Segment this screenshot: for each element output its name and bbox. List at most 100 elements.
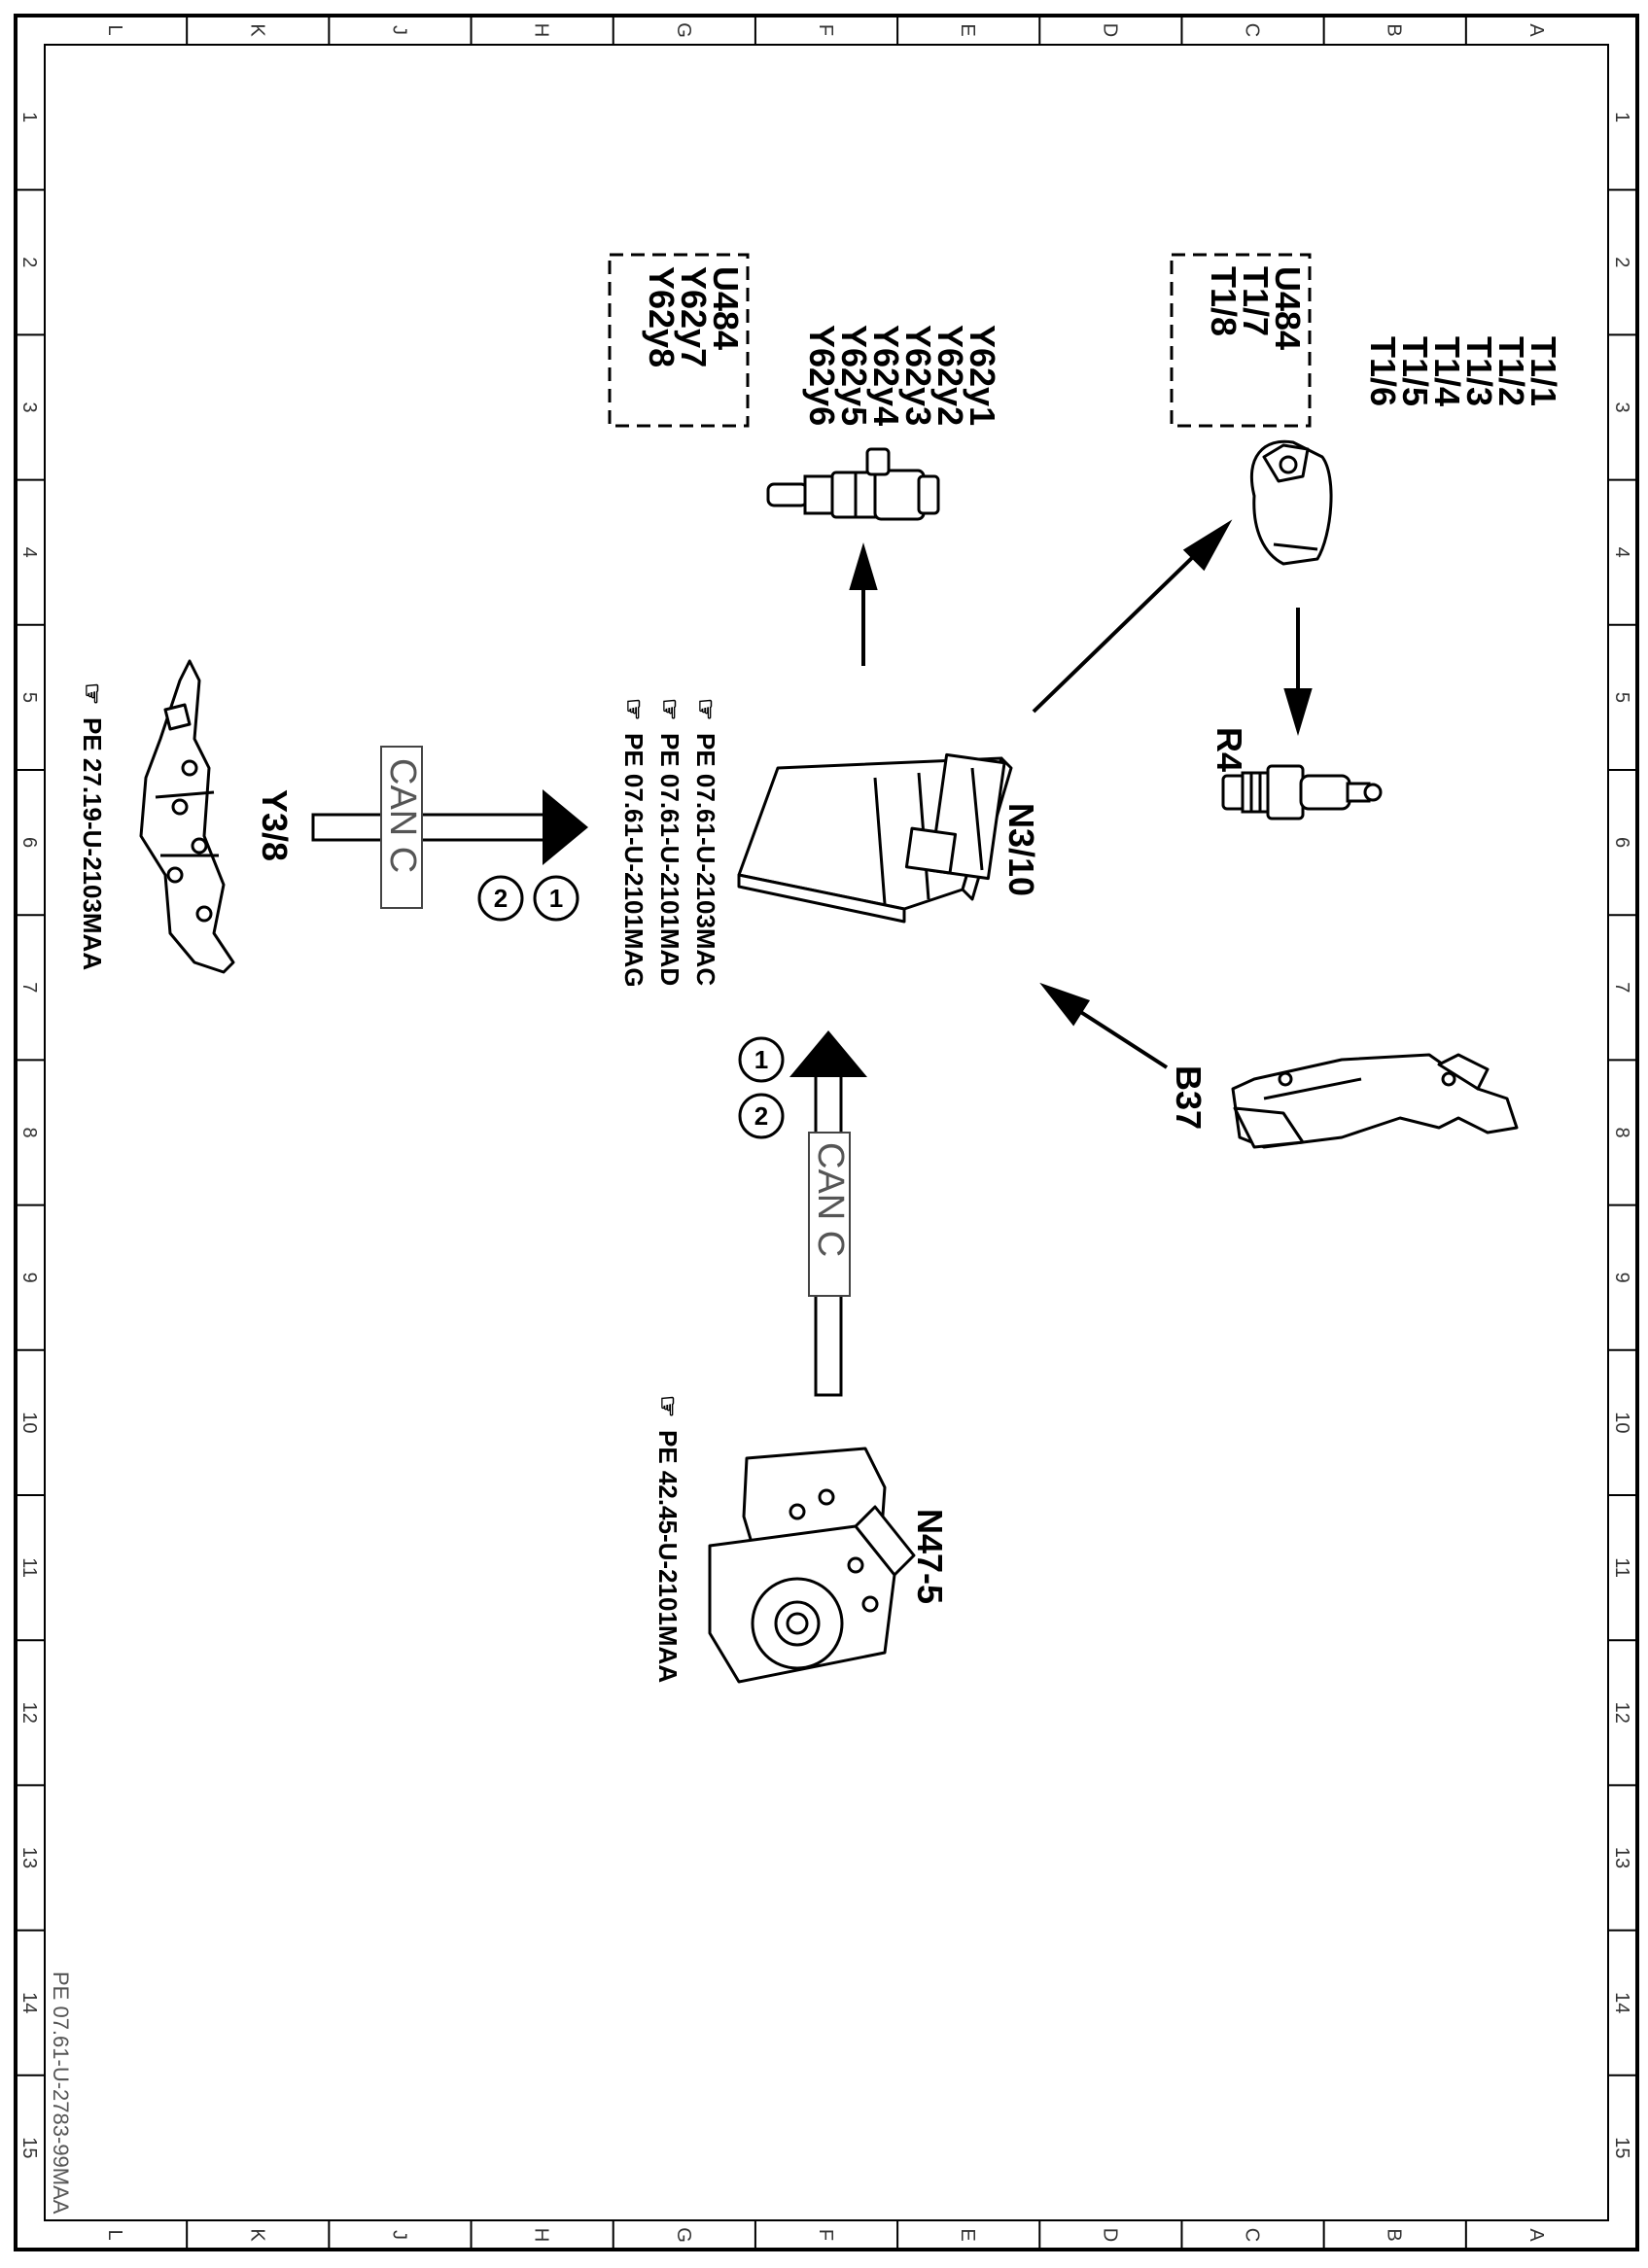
- zone-number-5-right: 5: [1611, 692, 1632, 703]
- zone-number-7-left: 7: [18, 982, 40, 993]
- label-injector-u484-2: Y62y8: [642, 266, 682, 367]
- svg-text:PE 07.61-U-2101MAG: PE 07.61-U-2101MAG: [619, 733, 649, 988]
- accelerator-pedal-drawing: [1231, 1053, 1519, 1149]
- spark-plug-drawing: [1221, 764, 1383, 820]
- zone-number-6-left: 6: [18, 837, 40, 848]
- zone-number-11-left: 11: [18, 1557, 40, 1578]
- zone-number-10-left: 10: [18, 1412, 40, 1433]
- zone-letter-f-bottom: F: [815, 2229, 836, 2241]
- zone-letter-d-top: D: [1099, 23, 1120, 37]
- zone-number-1-right: 1: [1611, 112, 1632, 122]
- zone-letter-a-bottom: A: [1525, 2228, 1547, 2242]
- label-injector-4: Y62y5: [834, 325, 874, 426]
- zone-number-14-right: 14: [1611, 1992, 1632, 2013]
- circled-number-2a: 2: [477, 875, 524, 922]
- pointing-hand-icon: ☞: [655, 698, 684, 720]
- can-bus-shift-arrow: [311, 789, 588, 865]
- ref-link-ecu-1[interactable]: ☞ PE 07.61-U-2103MAC: [691, 698, 720, 986]
- zone-number-8-left: 8: [18, 1127, 40, 1137]
- circled-number-1b: 1: [738, 1036, 785, 1083]
- label-b37: B37: [1169, 1065, 1209, 1130]
- abs-module-drawing: [708, 1447, 916, 1684]
- zone-letter-k-bottom: K: [246, 2228, 267, 2242]
- zone-number-2-left: 2: [18, 257, 40, 267]
- ecu-reference-list: ☞ PE 07.61-U-2103MAC ☞ PE 07.61-U-2101MA…: [619, 698, 720, 988]
- zone-number-1-left: 1: [18, 112, 40, 122]
- pointing-hand-icon: ☞: [691, 698, 720, 720]
- circled-number-2b: 2: [738, 1093, 785, 1139]
- zone-letter-l-top: L: [104, 24, 125, 35]
- zone-letter-l-bottom: L: [104, 2229, 125, 2240]
- u484-injector-box: [608, 253, 750, 428]
- ref-link-ecu-2[interactable]: ☞ PE 07.61-U-2101MAD: [655, 698, 684, 986]
- svg-text:1: 1: [754, 1045, 768, 1074]
- pointing-hand-icon: ☞: [653, 1395, 683, 1417]
- can-label-abs: CAN C: [810, 1142, 851, 1257]
- zone-letter-h-top: H: [531, 23, 552, 37]
- zone-letter-k-top: K: [246, 23, 267, 37]
- zone-letter-j-bottom: J: [388, 2230, 409, 2240]
- ref-link-ecu-3[interactable]: ☞ PE 07.61-U-2101MAG: [619, 698, 649, 988]
- label-coil-1: T1/2: [1491, 336, 1531, 406]
- can-label-box-shift: [380, 746, 423, 909]
- zone-number-8-right: 8: [1611, 1127, 1632, 1137]
- label-y3-8: Y3/8: [255, 789, 295, 861]
- zone-number-10-right: 10: [1611, 1412, 1632, 1433]
- label-injector-2: Y62y3: [898, 325, 938, 426]
- svg-text:2: 2: [494, 884, 508, 913]
- svg-text:PE 07.61-U-2101MAD: PE 07.61-U-2101MAD: [655, 733, 684, 986]
- zone-letter-c-top: C: [1242, 23, 1263, 37]
- zone-number-13-left: 13: [18, 1847, 40, 1868]
- zone-number-11-right: 11: [1611, 1557, 1632, 1578]
- can-label-box-abs: [808, 1132, 851, 1297]
- zone-number-13-right: 13: [1611, 1847, 1632, 1868]
- label-n47-5: N47-5: [910, 1509, 950, 1604]
- zone-letter-e-bottom: E: [957, 2228, 978, 2241]
- svg-text:1: 1: [549, 884, 563, 913]
- zone-number-9-left: 9: [18, 1273, 40, 1283]
- svg-text:2: 2: [754, 1101, 768, 1131]
- zone-letter-b-bottom: B: [1384, 2228, 1405, 2241]
- label-n3-10: N3/10: [1001, 803, 1041, 896]
- pointing-hand-icon: ☞: [619, 698, 649, 720]
- zone-number-15-left: 15: [18, 2137, 40, 2158]
- label-coil-3: T1/4: [1427, 336, 1467, 406]
- label-coil-u484-2: T1/8: [1204, 266, 1244, 336]
- label-coil-u484-0: U484: [1268, 266, 1308, 350]
- zone-number-12-right: 12: [1611, 1702, 1632, 1724]
- zone-number-3-right: 3: [1611, 401, 1632, 412]
- ecu-n3-10-drawing: [737, 752, 1013, 924]
- signal-arrows: [849, 519, 1313, 1069]
- zone-letter-e-top: E: [957, 23, 978, 36]
- zone-letter-h-bottom: H: [531, 2228, 552, 2242]
- ref-link-shift[interactable]: ☞ PE 27.19-U-2103MAA: [78, 682, 107, 970]
- zone-letter-d-bottom: D: [1099, 2228, 1120, 2242]
- zone-number-12-left: 12: [18, 1702, 40, 1724]
- zone-number-9-right: 9: [1611, 1273, 1632, 1283]
- label-injector-1: Y62y2: [930, 325, 970, 426]
- zone-letter-b-top: B: [1384, 23, 1405, 36]
- zone-number-15-right: 15: [1611, 2137, 1632, 2158]
- label-injector-0: Y62y1: [963, 325, 1002, 426]
- label-injector-3: Y62y4: [866, 325, 906, 426]
- svg-text:PE 27.19-U-2103MAA: PE 27.19-U-2103MAA: [78, 717, 107, 970]
- can-label-shift: CAN C: [382, 758, 423, 873]
- zone-letter-f-top: F: [815, 24, 836, 36]
- zone-number-14-left: 14: [18, 1992, 40, 2013]
- zone-number-3-left: 3: [18, 401, 40, 412]
- zone-letter-j-top: J: [388, 25, 409, 35]
- label-coil-0: T1/1: [1524, 336, 1563, 406]
- label-coil-5: T1/6: [1363, 336, 1403, 406]
- svg-text:PE 42.45-U-2101MAA: PE 42.45-U-2101MAA: [653, 1430, 683, 1683]
- zone-number-7-right: 7: [1611, 982, 1632, 993]
- label-injector-u484-1: Y62y7: [674, 266, 714, 367]
- zone-number-4-left: 4: [18, 547, 40, 558]
- svg-text:PE 07.61-U-2103MAC: PE 07.61-U-2103MAC: [691, 733, 720, 986]
- zone-letter-a-top: A: [1525, 23, 1547, 37]
- ref-link-abs[interactable]: ☞ PE 42.45-U-2101MAA: [653, 1395, 683, 1683]
- injector-drawing: [766, 447, 940, 521]
